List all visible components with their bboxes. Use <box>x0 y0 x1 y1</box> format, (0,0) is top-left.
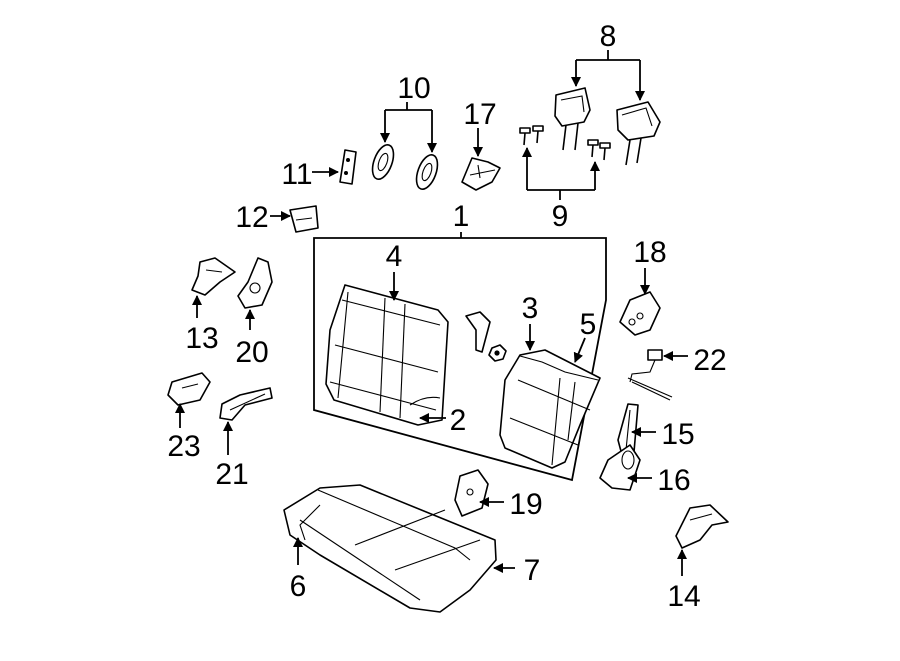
leader-9 <box>522 147 600 200</box>
leader-8 <box>571 50 645 101</box>
callout-12: 12 <box>235 201 268 234</box>
callout-6: 6 <box>290 570 307 603</box>
trim-strip-21 <box>219 387 273 421</box>
hinge-part <box>461 157 501 191</box>
callout-1: 1 <box>453 200 470 233</box>
callout-5: 5 <box>580 308 597 341</box>
callout-9: 9 <box>552 200 569 233</box>
bracket-18 <box>619 291 661 336</box>
callout-11: 11 <box>281 158 312 191</box>
callout-22: 22 <box>693 344 726 377</box>
callout-3: 3 <box>522 292 539 325</box>
bracket-23 <box>167 372 211 406</box>
callout-14: 14 <box>667 580 700 613</box>
callout-10: 10 <box>397 72 430 105</box>
nut-icon <box>488 344 507 362</box>
hinge-cover-13 <box>191 257 236 296</box>
leader-5 <box>573 337 586 363</box>
pivot-bracket-20 <box>237 257 273 309</box>
headrest-guide-left <box>519 125 544 146</box>
side-cover-14 <box>675 504 729 549</box>
callout-23: 23 <box>167 430 200 463</box>
callout-19: 19 <box>509 488 542 521</box>
left-seat-back-part <box>325 284 449 426</box>
center-bracket <box>465 311 491 353</box>
leader-10 <box>380 102 437 153</box>
callout-8: 8 <box>600 20 617 53</box>
callout-13: 13 <box>185 322 218 355</box>
callout-21: 21 <box>215 458 248 491</box>
callout-17: 17 <box>463 98 496 131</box>
callout-16: 16 <box>657 464 690 497</box>
headrest-right <box>616 101 661 166</box>
callout-2: 2 <box>450 404 467 437</box>
bracket-19 <box>454 469 489 517</box>
callout-15: 15 <box>661 418 694 451</box>
headrest-guide-right <box>587 139 611 161</box>
latch-plate <box>339 149 357 185</box>
callout-18: 18 <box>633 236 666 269</box>
headrest-left <box>554 87 591 151</box>
release-rod-22 <box>627 349 673 401</box>
escutcheon-left <box>371 144 395 180</box>
seat-cushion-part <box>283 484 497 613</box>
callout-7: 7 <box>524 554 541 587</box>
callout-20: 20 <box>235 336 268 369</box>
escutcheon-right <box>415 154 439 190</box>
side-trim-16 <box>599 444 641 491</box>
callout-4: 4 <box>386 240 403 273</box>
right-seat-back-part <box>499 349 601 469</box>
clip-part <box>289 205 319 233</box>
